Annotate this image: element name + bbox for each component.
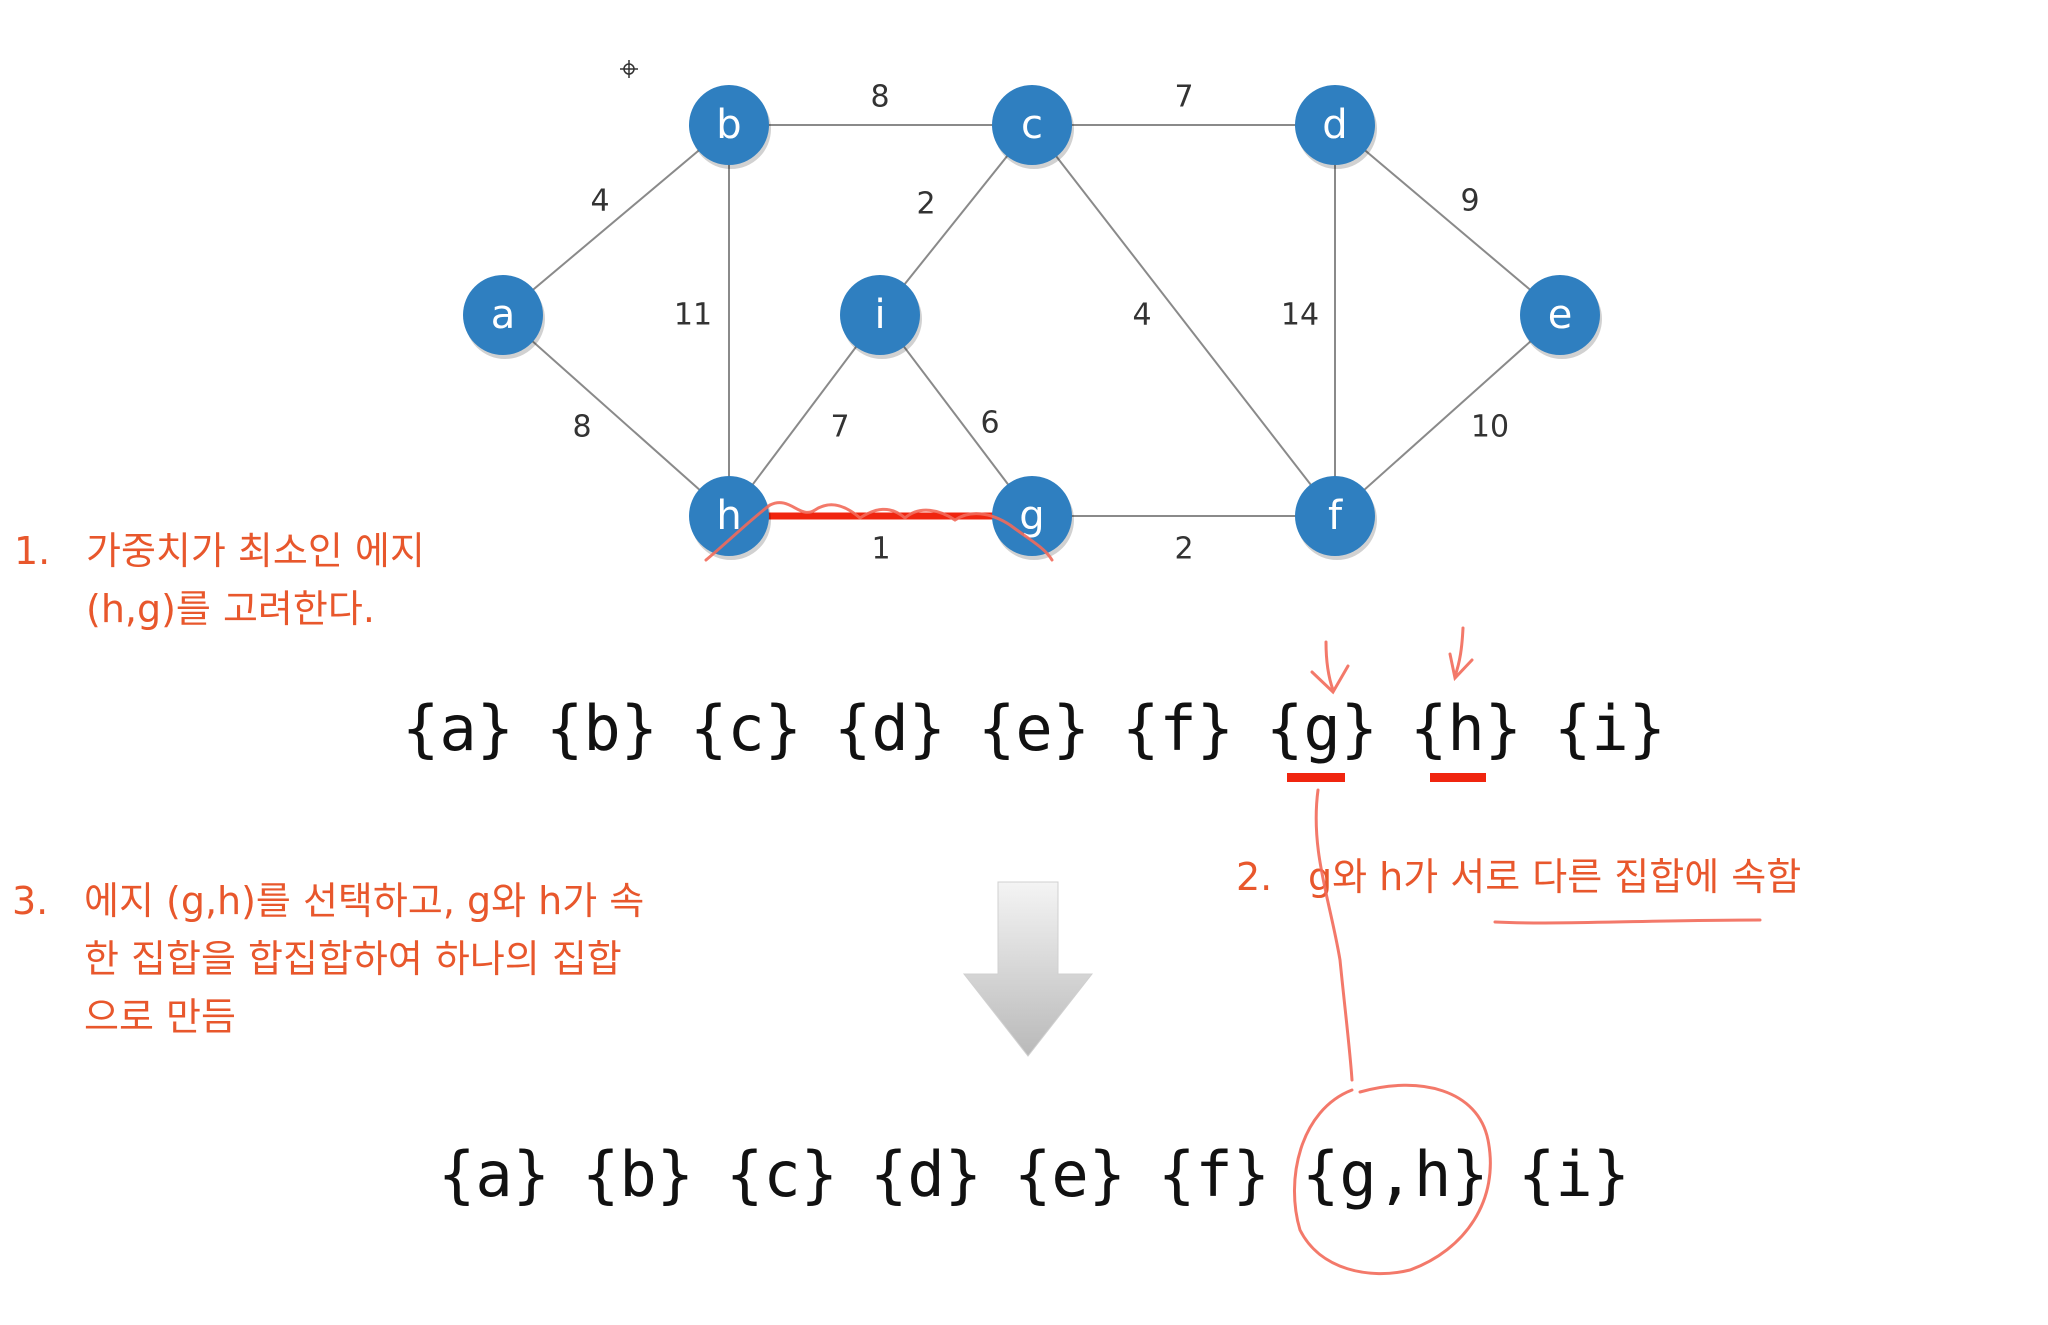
underline-g [1287, 773, 1345, 782]
step1-note: 1. 가중치가 최소인 에지 (h,g)를 고려한다. [14, 522, 425, 638]
connector-line [1314, 788, 1354, 1082]
set-a: {a} [402, 692, 514, 765]
node-label-c: c [1021, 102, 1043, 148]
underline-h [1430, 773, 1486, 782]
edge-weight-h-g: 1 [871, 532, 890, 567]
node-h: h [689, 476, 771, 560]
node-c: c [992, 85, 1074, 169]
sets-after: {a} {b} {c} {d} {e} {f} {g,h} {i} [0, 1138, 2048, 1218]
cursor-crosshair-icon [620, 60, 638, 78]
set-e: {e} [978, 692, 1090, 765]
node-label-g: g [1019, 493, 1044, 539]
set-c-after: {c} [726, 1138, 838, 1211]
arrow-mark-h [1448, 626, 1474, 682]
set-g: {g} [1266, 692, 1378, 765]
arrow-mark-g [1310, 640, 1350, 695]
down-arrow-icon [962, 881, 1094, 1057]
set-f: {f} [1122, 692, 1234, 765]
set-b-after: {b} [582, 1138, 694, 1211]
set-i: {i} [1554, 692, 1666, 765]
node-e: e [1520, 275, 1602, 359]
sets-before: {a} {b} {c} {d} {e} {f} {g} {h} {i} [0, 692, 2048, 772]
node-g: g [992, 476, 1074, 560]
edge-c-f [1031, 124, 1336, 517]
node-i: i [840, 275, 922, 359]
edge-weight-a-b: 4 [590, 184, 609, 219]
step1-line2: (h,g)를 고려한다. [86, 587, 375, 631]
set-h: {h} [1410, 692, 1522, 765]
underline-stroke [1493, 918, 1762, 925]
node-b: b [689, 85, 771, 169]
step2-number: 2. [1236, 855, 1273, 899]
edge-i-g [879, 314, 1033, 517]
set-d: {d} [834, 692, 946, 765]
node-label-f: f [1328, 493, 1343, 539]
step3-line3: 으로 만듬 [84, 995, 236, 1039]
set-f-after: {f} [1158, 1138, 1270, 1211]
edge-weight-g-f: 2 [1174, 532, 1193, 567]
edge-weight-e-f: 10 [1471, 410, 1509, 445]
set-d-after: {d} [870, 1138, 982, 1211]
step2-note: 2. g와 h가 서로 다른 집합에 속함 [1236, 848, 1801, 906]
edge-weight-i-h: 7 [830, 410, 849, 445]
step1-number: 1. [14, 529, 51, 573]
edge-weight-c-d: 7 [1174, 80, 1193, 115]
edge-a-h [502, 314, 730, 517]
edge-d-e [1334, 124, 1561, 316]
node-label-b: b [716, 102, 741, 148]
set-c: {c} [690, 692, 802, 765]
set-e-after: {e} [1014, 1138, 1126, 1211]
node-label-i: i [874, 292, 885, 338]
scribble-hg [704, 501, 1054, 562]
node-a: a [463, 275, 545, 359]
edge-weight-c-i: 2 [916, 187, 935, 222]
set-b: {b} [546, 692, 658, 765]
node-f: f [1295, 476, 1377, 560]
step3-number: 3. [12, 879, 49, 923]
edge-weight-c-f: 4 [1132, 298, 1151, 333]
edge-a-b [502, 124, 730, 316]
edge-weight-i-g: 6 [980, 406, 999, 441]
set-i-after: {i} [1518, 1138, 1630, 1211]
edge-weight-d-e: 9 [1460, 184, 1479, 219]
node-label-d: d [1322, 102, 1347, 148]
edge-weight-b-c: 8 [870, 80, 889, 115]
edge-weight-b-h: 11 [674, 298, 712, 333]
node-d: d [1295, 85, 1377, 169]
step3-line1: 에지 (g,h)를 선택하고, g와 h가 속 [84, 879, 645, 923]
node-label-e: e [1548, 292, 1573, 338]
step3-line2: 한 집합을 합집합하여 하나의 집합 [84, 937, 622, 981]
step2-text: g와 h가 서로 다른 집합에 속함 [1308, 855, 1802, 899]
node-label-a: a [491, 292, 516, 338]
edge-weight-a-h: 8 [572, 410, 591, 445]
edge-weight-d-f: 14 [1281, 298, 1319, 333]
set-a-after: {a} [438, 1138, 550, 1211]
circle-gh [1293, 1083, 1492, 1276]
step1-line1: 가중치가 최소인 에지 [86, 529, 425, 573]
edge-c-i [879, 124, 1033, 316]
edge-e-f [1334, 314, 1561, 517]
step3-note: 3. 에지 (g,h)를 선택하고, g와 h가 속 한 집합을 합집합하여 하나… [12, 872, 644, 1046]
set-gh-after: {g,h} [1302, 1138, 1489, 1211]
edge-i-h [728, 314, 881, 517]
